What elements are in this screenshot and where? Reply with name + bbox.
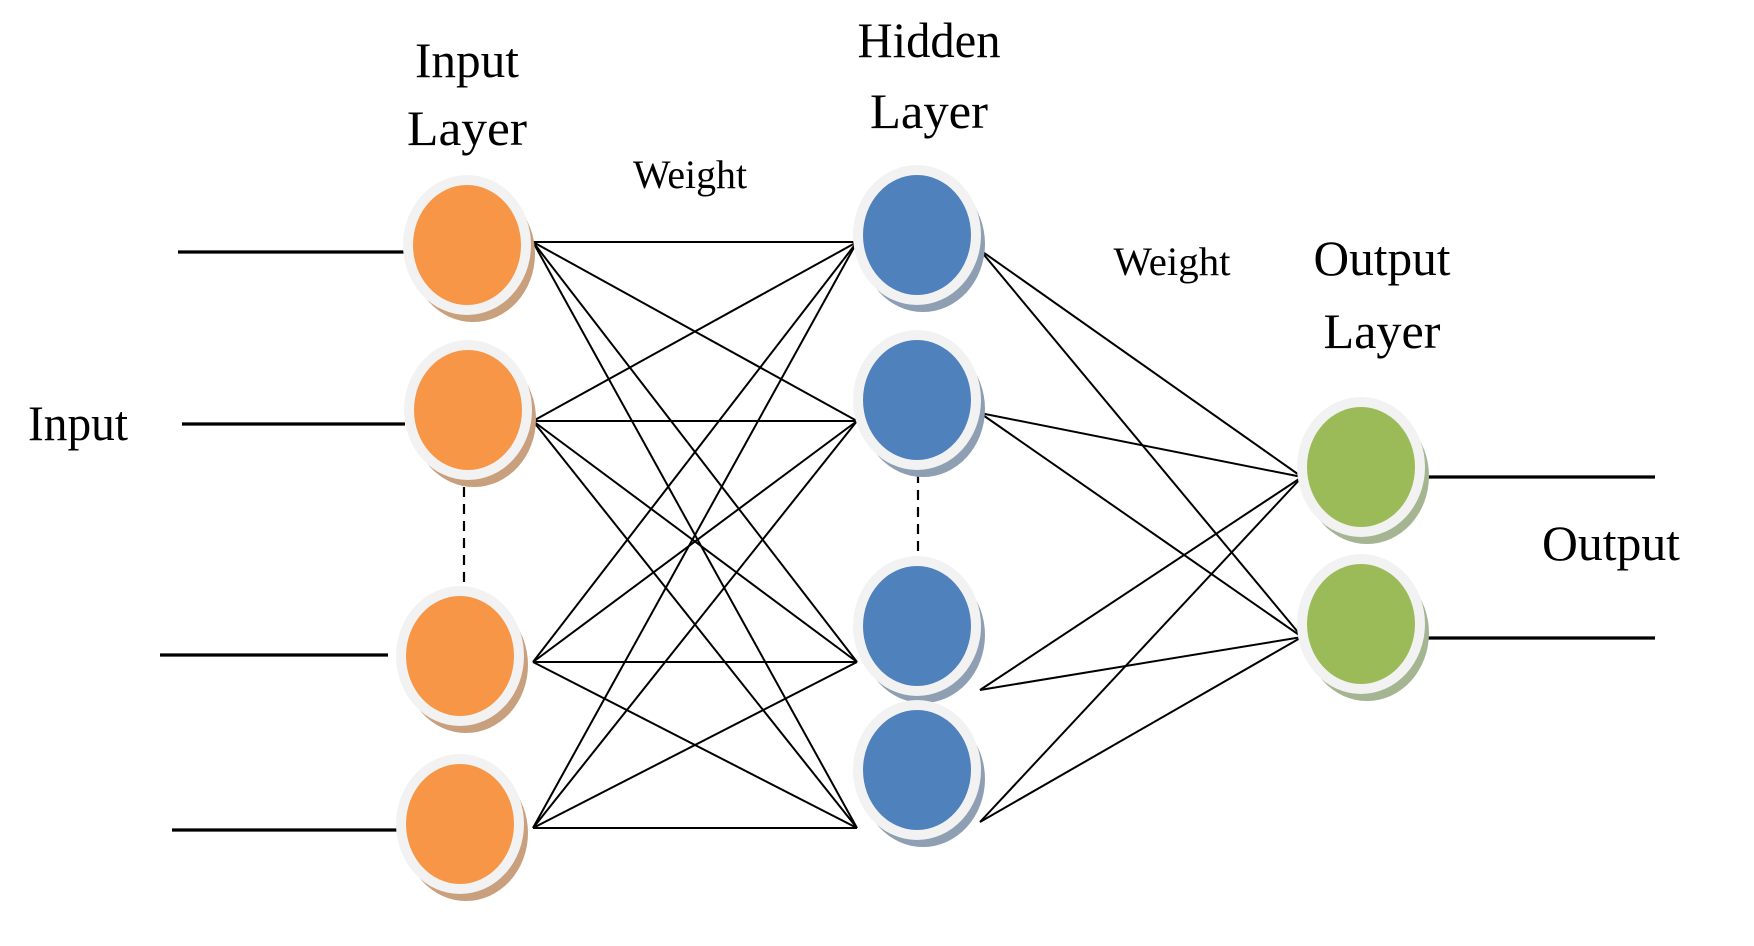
neuron-fill xyxy=(863,340,971,460)
hidden-layer-title-line1: Hidden xyxy=(858,12,1001,68)
input-neuron-1 xyxy=(403,175,535,322)
neuron-fill xyxy=(413,185,521,305)
hidden-neuron-1 xyxy=(853,165,985,312)
neuron-fill xyxy=(406,764,514,884)
neuron-fill xyxy=(406,596,514,716)
hidden-layer-title-line2: Layer xyxy=(870,83,988,139)
hidden-neuron-4 xyxy=(853,700,985,847)
weight-edge-hidden-1-output-2 xyxy=(979,249,1303,638)
output-layer-title-line2: Layer xyxy=(1324,303,1441,359)
output-layer-title-line1: Output xyxy=(1314,230,1451,286)
weight-edge-hidden-1-output-1 xyxy=(979,249,1303,478)
input-neuron-3 xyxy=(396,586,528,733)
ellipsis-dashes xyxy=(462,473,920,593)
neuron-fill xyxy=(863,710,971,830)
weight-edge-hidden-2-output-2 xyxy=(979,412,1303,638)
input-neuron-4 xyxy=(396,754,528,901)
input-layer-title-line2: Layer xyxy=(407,100,527,156)
io-lines xyxy=(160,250,1655,832)
neuron-fill xyxy=(1307,407,1415,527)
weight-edge-hidden-3-output-1 xyxy=(979,476,1303,691)
output-neuron-2 xyxy=(1297,554,1429,701)
weight-label-input-hidden: Weight xyxy=(633,152,747,197)
neuron-fill xyxy=(1307,564,1415,684)
weight-edge-input-4-hidden-3 xyxy=(532,661,858,829)
neurons xyxy=(396,165,1429,901)
weight-label-hidden-output: Weight xyxy=(1114,239,1231,284)
output-neuron-1 xyxy=(1297,397,1429,544)
output-label: Output xyxy=(1542,515,1680,571)
hidden-neuron-3 xyxy=(853,556,985,703)
neuron-fill xyxy=(863,175,971,295)
weight-edge-input-4-hidden-1 xyxy=(532,241,858,829)
weight-edge-input-4-hidden-2 xyxy=(532,420,858,829)
neuron-fill xyxy=(414,350,522,470)
weight-connections xyxy=(532,241,1303,829)
weight-edge-input-2-hidden-1 xyxy=(532,241,858,422)
weight-edge-input-3-hidden-2 xyxy=(532,420,858,663)
input-layer-title-line1: Input xyxy=(415,32,519,88)
neuron-fill xyxy=(863,566,971,686)
weight-edge-hidden-2-output-1 xyxy=(979,412,1303,478)
weight-edge-hidden-4-output-1 xyxy=(979,476,1303,823)
input-label: Input xyxy=(28,395,128,451)
input-neuron-2 xyxy=(404,340,536,487)
weight-edge-hidden-3-output-2 xyxy=(979,636,1303,691)
weight-edge-input-3-hidden-1 xyxy=(532,241,858,663)
hidden-neuron-2 xyxy=(853,330,985,477)
weight-edge-hidden-4-output-2 xyxy=(979,636,1303,823)
